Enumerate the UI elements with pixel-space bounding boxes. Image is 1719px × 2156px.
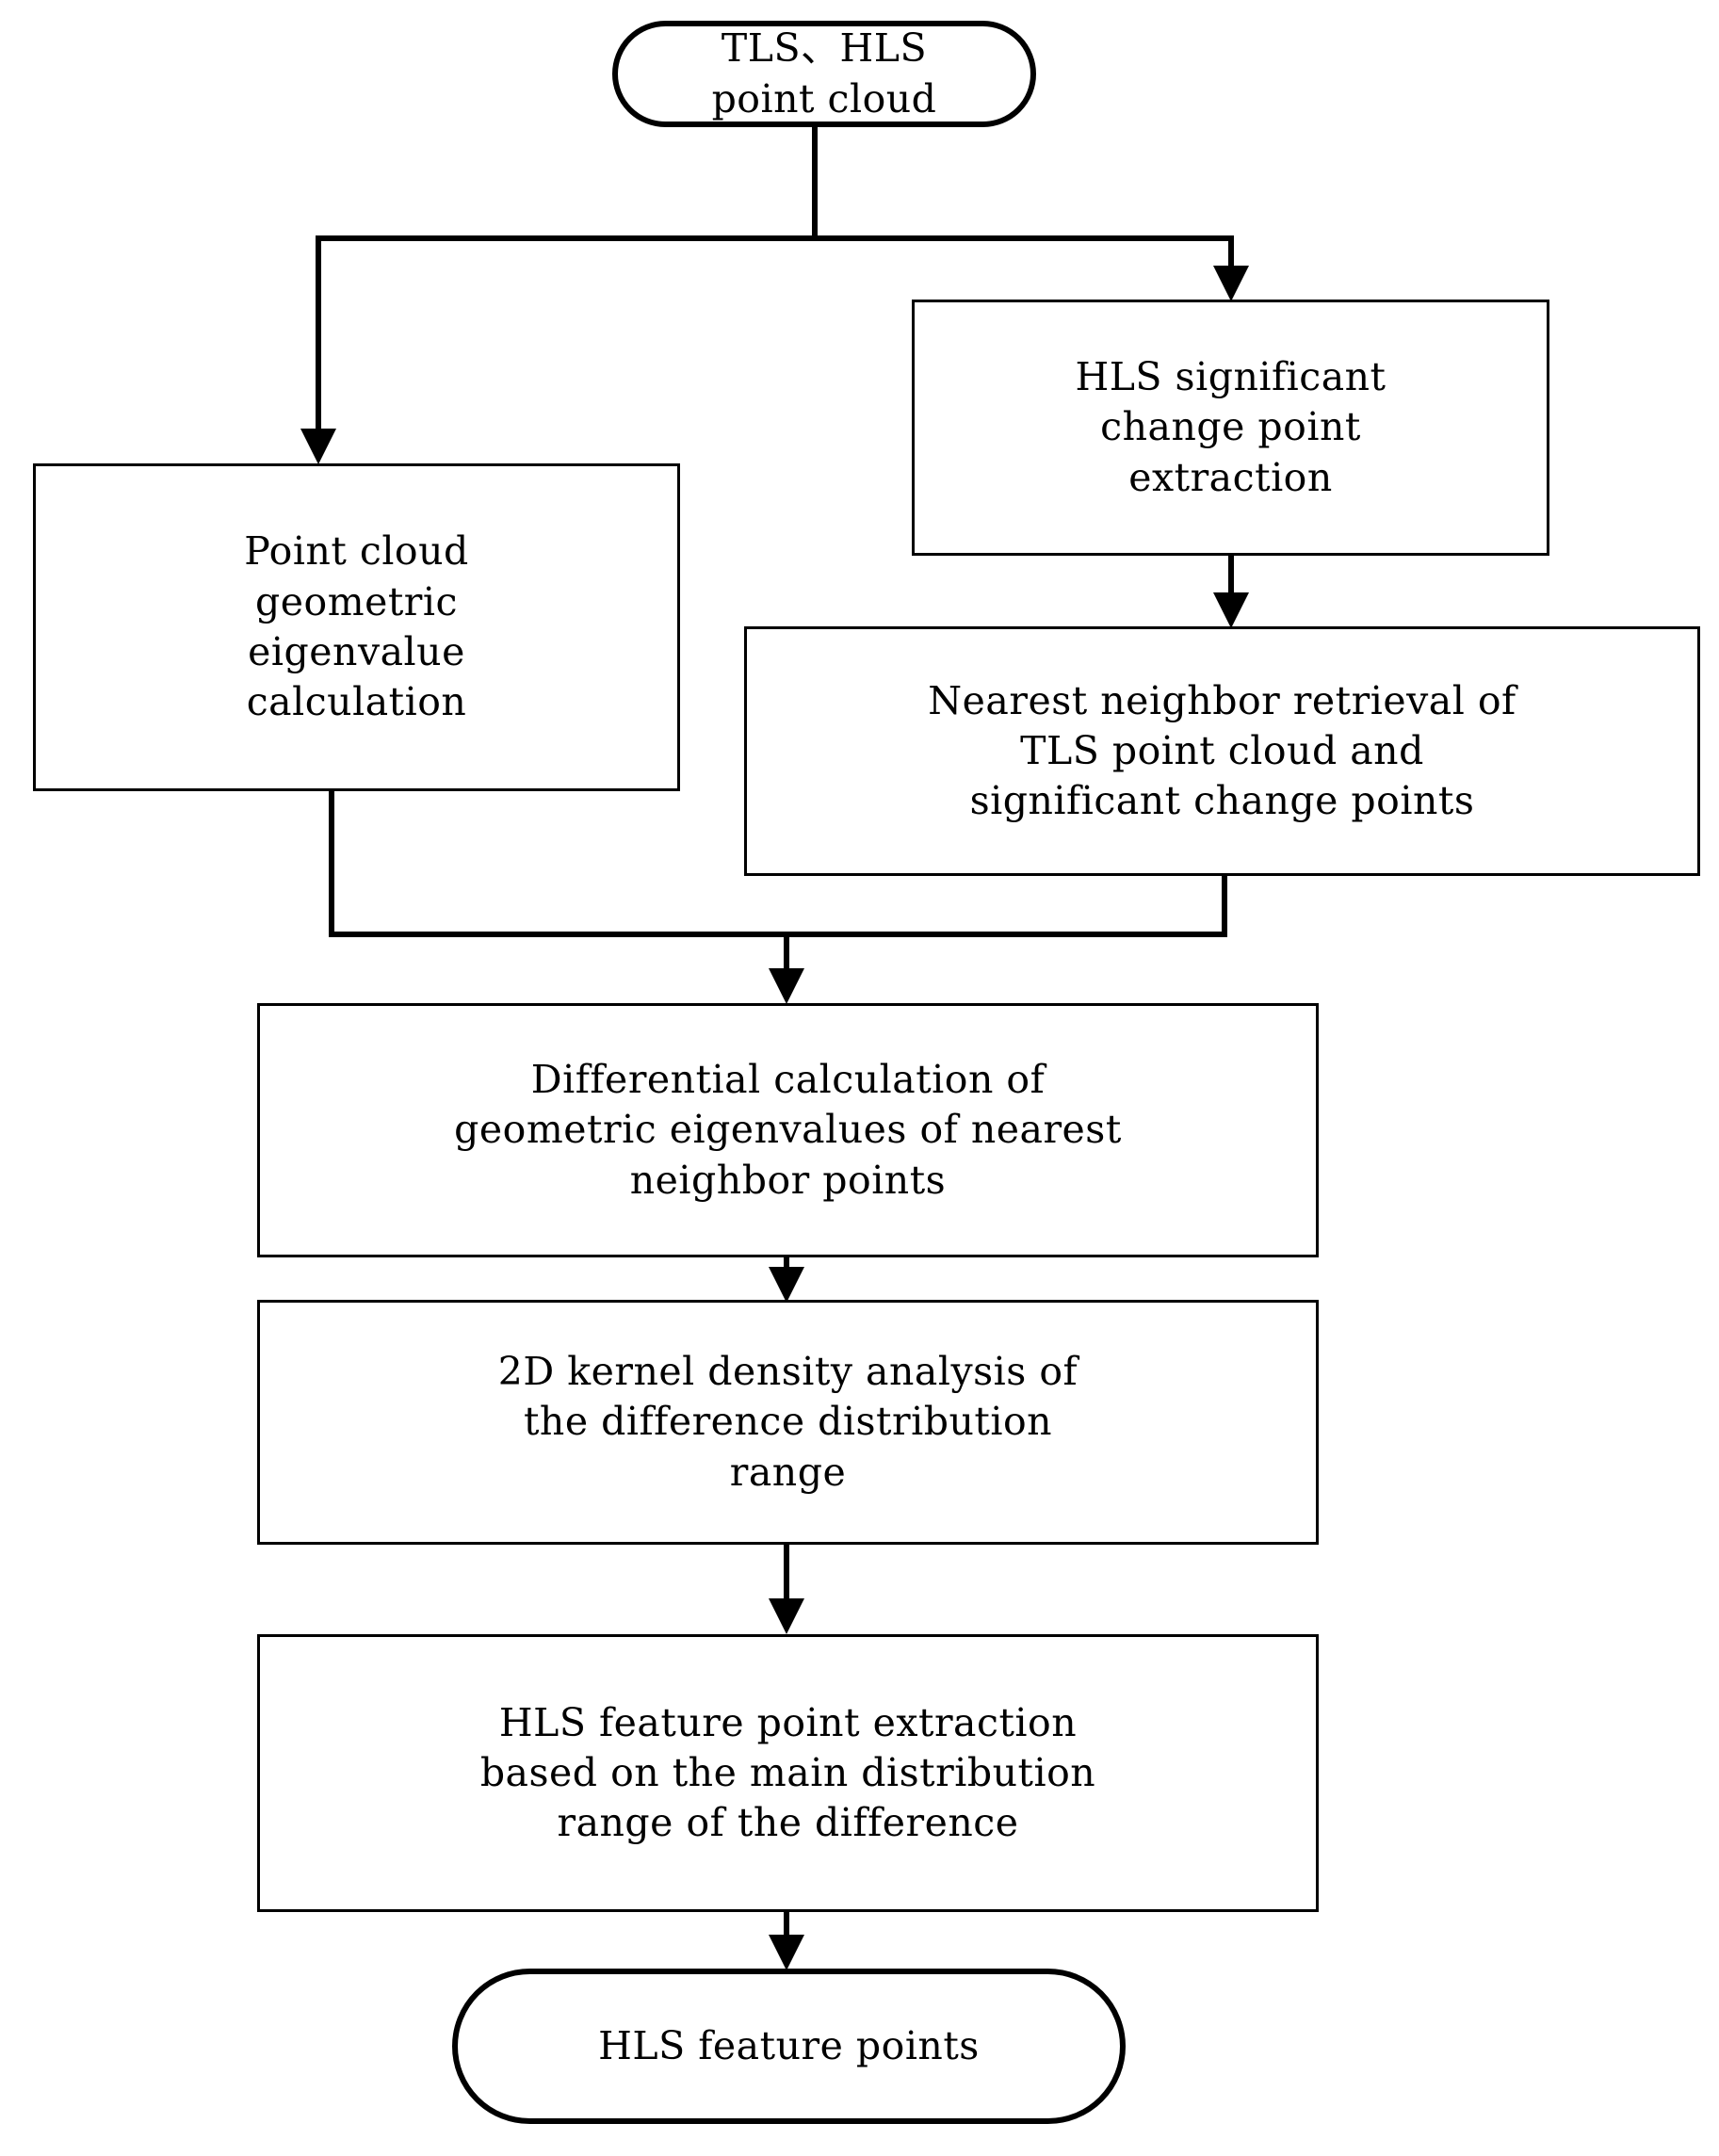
arrowhead-to-kernel-density-box — [769, 1267, 804, 1303]
node-tls-hls-point-cloud[interactable]: TLS、HLS point cloud — [612, 21, 1036, 127]
arrowhead-to-hls-change-box — [1213, 266, 1249, 301]
edge-right1-to-right2 — [1228, 556, 1234, 592]
edge-start-to-right-vertical — [1228, 235, 1234, 266]
node-differential-calculation-of-geometric-eigenvalues[interactable]: Differential calculation of geometric ei… — [257, 1003, 1319, 1257]
node-2d-kernel-density-analysis[interactable]: 2D kernel density analysis of the differ… — [257, 1300, 1319, 1545]
node-nearest-neighbor-retrieval[interactable]: Nearest neighbor retrieval of TLS point … — [744, 626, 1700, 876]
node-hls-feature-points[interactable]: HLS feature points — [452, 1969, 1126, 2124]
edge-differential-to-kernel — [784, 1257, 789, 1267]
edge-split-bar — [316, 235, 1234, 241]
edge-kernel-to-feature-extraction — [784, 1545, 789, 1598]
edge-start-stem — [812, 122, 818, 241]
node-point-cloud-geometric-eigenvalue-calculation[interactable]: Point cloud geometric eigenvalue calcula… — [33, 463, 680, 791]
edge-right2-down-to-merge — [1222, 876, 1227, 937]
arrowhead-to-differential-box — [769, 968, 804, 1004]
edge-left1-down-to-merge — [329, 791, 334, 937]
edge-start-to-left-vertical — [316, 235, 321, 429]
arrowhead-to-point-cloud-box — [300, 429, 336, 464]
arrowhead-to-hls-feature-points — [769, 1935, 804, 1970]
node-hls-feature-point-extraction[interactable]: HLS feature point extraction based on th… — [257, 1634, 1319, 1912]
arrowhead-to-nearest-neighbor-box — [1213, 592, 1249, 628]
edge-merge-bar — [329, 932, 1227, 937]
edge-feature-extraction-to-end — [784, 1912, 789, 1935]
edge-merge-to-differential — [784, 932, 789, 968]
node-hls-significant-change-point-extraction[interactable]: HLS significant change point extraction — [912, 300, 1549, 556]
arrowhead-to-feature-extraction-box — [769, 1598, 804, 1634]
